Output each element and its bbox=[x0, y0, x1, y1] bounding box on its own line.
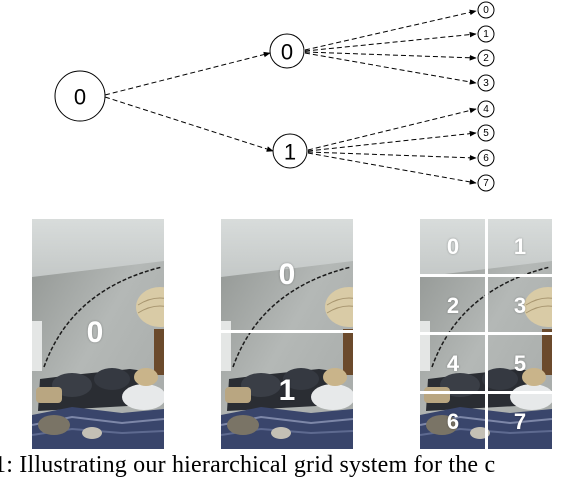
grid-divider-horizontal bbox=[221, 330, 353, 333]
edge-1-to-leaf-5 bbox=[307, 130, 477, 152]
hierarchy-tree-diagram: 0 0 1 0 1 2 3 4 5 6 7 bbox=[54, 1, 495, 192]
cell-label-0: 0 bbox=[278, 258, 296, 291]
edge-0-to-leaf-2 bbox=[304, 51, 477, 61]
leaf-node-3 bbox=[477, 74, 495, 92]
cell-label-0: 0 bbox=[86, 316, 104, 349]
cell-label-1: 1 bbox=[278, 374, 296, 407]
cell-label-7: 7 bbox=[513, 409, 527, 434]
edge-0-to-leaf-1 bbox=[304, 31, 477, 52]
leaf-node-0 bbox=[477, 1, 495, 19]
figure-caption: 1: Illustrating our hierarchical grid sy… bbox=[0, 452, 496, 478]
root-node-label: 0 bbox=[74, 85, 86, 110]
leaf-node-0-label: 0 bbox=[483, 5, 489, 16]
room-photo bbox=[221, 219, 353, 449]
grid-divider-horizontal bbox=[420, 332, 552, 335]
leaf-node-2-label: 2 bbox=[483, 53, 489, 64]
cell-label-5: 5 bbox=[513, 351, 527, 376]
level1-node-0 bbox=[269, 33, 305, 69]
leaf-node-7 bbox=[477, 174, 495, 192]
grid-panel-level2: 0 1 2 3 4 5 6 7 bbox=[420, 219, 552, 449]
leaf-node-1 bbox=[477, 25, 495, 43]
edge-0-to-leaf-3 bbox=[304, 52, 477, 85]
cell-label-2: 2 bbox=[446, 293, 460, 318]
cell-label-1: 1 bbox=[513, 234, 527, 259]
leaf-node-6 bbox=[477, 149, 495, 167]
leaf-node-4 bbox=[477, 100, 495, 118]
edge-root-to-node-0 bbox=[104, 51, 271, 96]
leaf-node-2 bbox=[477, 49, 495, 67]
grid-panel-level0: 0 bbox=[32, 219, 164, 449]
edge-1-to-leaf-7 bbox=[307, 152, 477, 185]
edge-1-to-leaf-4 bbox=[307, 107, 477, 151]
cell-label-6: 6 bbox=[446, 409, 460, 434]
leaf-node-6-label: 6 bbox=[483, 153, 489, 164]
leaf-node-1-label: 1 bbox=[483, 29, 489, 40]
leaf-node-3-label: 3 bbox=[483, 78, 489, 89]
leaf-node-4-label: 4 bbox=[483, 104, 489, 115]
grid-divider-horizontal bbox=[420, 274, 552, 277]
grid-panel-level1: 0 1 bbox=[221, 219, 353, 449]
leaf-node-5-label: 5 bbox=[483, 128, 489, 139]
cell-label-4: 4 bbox=[446, 351, 460, 376]
edge-0-to-leaf-0 bbox=[304, 9, 477, 51]
root-node bbox=[54, 70, 106, 122]
level1-node-1-label: 1 bbox=[284, 140, 296, 165]
grid-divider-horizontal bbox=[420, 391, 552, 394]
edge-root-to-node-1 bbox=[104, 96, 274, 152]
level1-node-0-label: 0 bbox=[281, 40, 293, 65]
leaf-node-7-label: 7 bbox=[483, 178, 489, 189]
cell-label-3: 3 bbox=[513, 293, 527, 318]
leaf-node-5 bbox=[477, 124, 495, 142]
cell-label-0: 0 bbox=[446, 234, 460, 259]
level1-node-1 bbox=[272, 133, 308, 169]
edge-1-to-leaf-6 bbox=[307, 151, 477, 161]
